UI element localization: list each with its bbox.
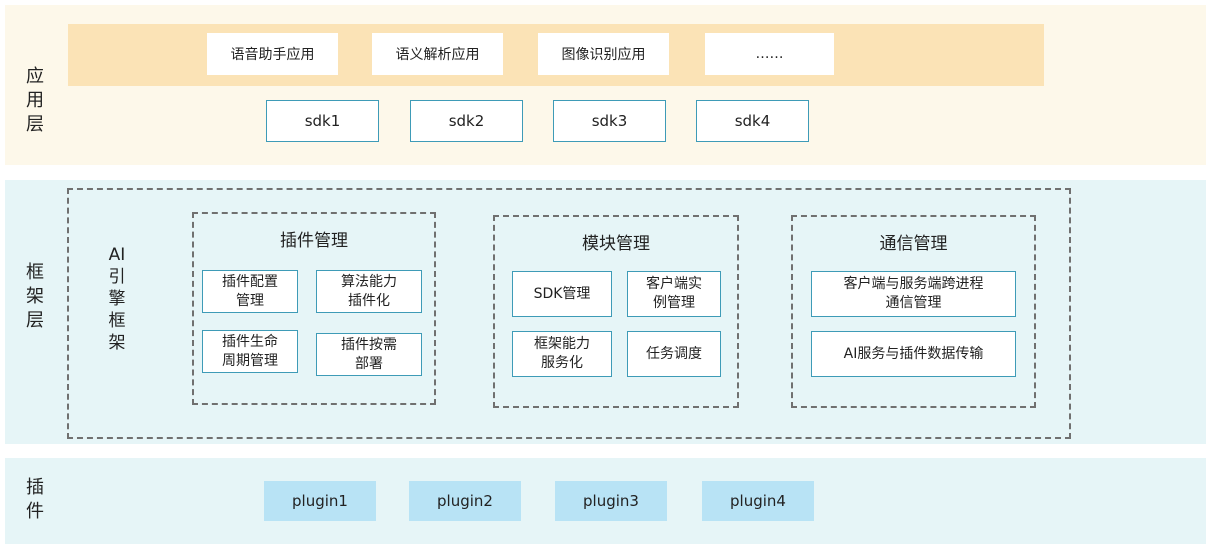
- communication-management-group: 通信管理: [791, 215, 1036, 408]
- ai-service-plugin-data-transfer: AI服务与插件数据传输: [811, 331, 1016, 377]
- app-semantic-parsing: 语义解析应用: [372, 33, 503, 75]
- sdk3-box: sdk3: [553, 100, 666, 142]
- app-voice-assistant: 语音助手应用: [207, 33, 338, 75]
- plugin-on-demand-deployment: 插件按需 部署: [316, 333, 422, 376]
- ai-engine-framework-container: [67, 188, 1071, 439]
- module-management-title: 模块管理: [582, 234, 650, 254]
- communication-management-title: 通信管理: [879, 234, 948, 254]
- task-scheduling: 任务调度: [627, 331, 721, 377]
- sdk2-box: sdk2: [410, 100, 523, 142]
- plugin4-box: plugin4: [702, 481, 814, 521]
- client-instance-management: 客户端实 例管理: [627, 271, 721, 317]
- plugin1-box: plugin1: [264, 481, 376, 521]
- app-more: ……: [705, 33, 834, 75]
- sdk-management: SDK管理: [512, 271, 612, 317]
- plugin-layer-label: 插 件: [26, 477, 44, 522]
- algorithm-pluginization: 算法能力 插件化: [316, 270, 422, 313]
- sdk4-box: sdk4: [696, 100, 809, 142]
- plugin-management-group: 插件管理: [192, 212, 436, 405]
- plugin-lifecycle-management: 插件生命 周期管理: [202, 330, 298, 373]
- ai-engine-framework-label: AI 引 擎 框 架: [108, 245, 126, 353]
- module-management-group: 模块管理: [493, 215, 739, 408]
- plugin-config-management: 插件配置 管理: [202, 270, 298, 313]
- cross-process-communication-management: 客户端与服务端跨进程 通信管理: [811, 271, 1016, 317]
- sdk1-box: sdk1: [266, 100, 379, 142]
- plugin-management-title: 插件管理: [280, 231, 348, 251]
- framework-capability-servicization: 框架能力 服务化: [512, 331, 612, 377]
- framework-layer-label: 框 架 层: [26, 262, 44, 331]
- plugin2-box: plugin2: [409, 481, 521, 521]
- plugin3-box: plugin3: [555, 481, 667, 521]
- app-image-recognition: 图像识别应用: [538, 33, 669, 75]
- application-layer-label: 应 用 层: [26, 66, 44, 135]
